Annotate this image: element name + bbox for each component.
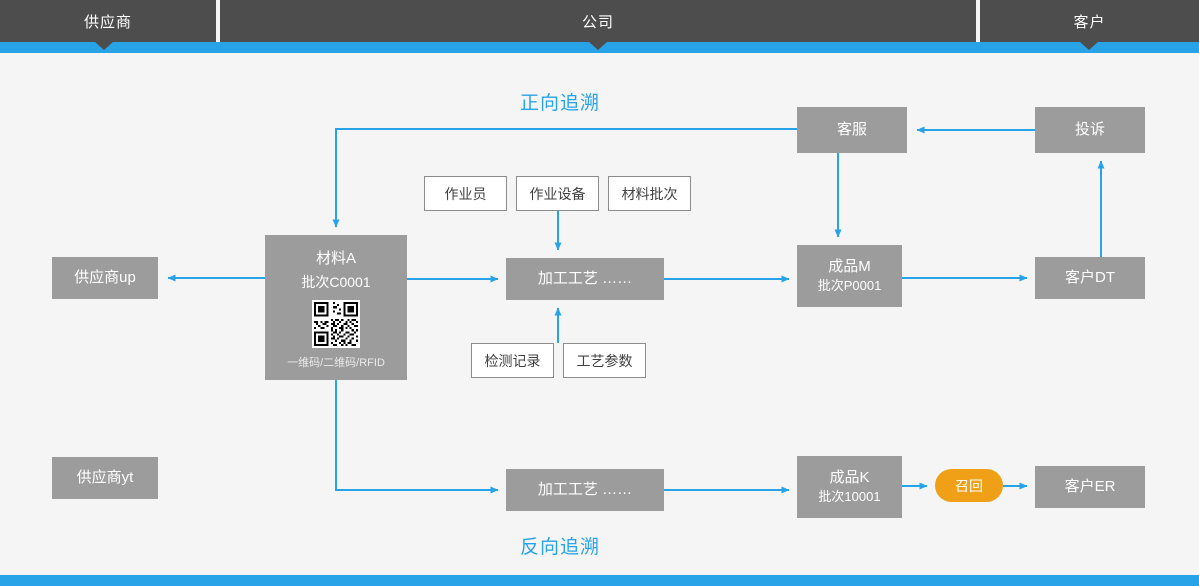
box-inspection-record[interactable]: 检测记录 xyxy=(471,343,554,378)
node-product-m[interactable]: 成品M 批次P0001 xyxy=(797,245,902,307)
box-material-batch[interactable]: 材料批次 xyxy=(608,176,691,211)
swimlane-header: 供应商 公司 客户 xyxy=(0,0,1199,42)
lane-arrow-supplier xyxy=(95,42,113,50)
node-recall[interactable]: 召回 xyxy=(935,469,1003,502)
lane-separator xyxy=(216,0,220,42)
forward-trace-title: 正向追溯 xyxy=(520,93,601,114)
material-a-title: 材料A xyxy=(315,250,356,267)
node-process-top[interactable]: 加工工艺 …… xyxy=(506,258,664,300)
lane-header-customer: 客户 xyxy=(980,0,1199,42)
product-m-batch: 批次P0001 xyxy=(817,278,882,294)
node-customer-service[interactable]: 客服 xyxy=(797,107,907,153)
product-k-title: 成品K xyxy=(829,468,870,486)
lane-arrow-company xyxy=(589,42,607,50)
lane-separator xyxy=(976,0,980,42)
material-a-codes: 一维码/二维码/RFID xyxy=(287,357,385,369)
bottom-accent-band xyxy=(0,575,1199,586)
node-product-k[interactable]: 成品K 批次10001 xyxy=(797,456,902,518)
box-equipment[interactable]: 作业设备 xyxy=(516,176,599,211)
material-a-batch: 批次C0001 xyxy=(301,274,371,290)
node-material-a[interactable]: 材料A 批次C0001 xyxy=(265,235,407,380)
node-supplier-yt[interactable]: 供应商yt xyxy=(52,457,158,499)
reverse-trace-title: 反向追溯 xyxy=(520,537,601,558)
qr-code-icon xyxy=(312,300,360,348)
node-customer-dt[interactable]: 客户DT xyxy=(1035,257,1145,299)
product-m-title: 成品M xyxy=(828,257,871,275)
box-operator[interactable]: 作业员 xyxy=(424,176,507,211)
box-process-parameter[interactable]: 工艺参数 xyxy=(563,343,646,378)
node-supplier-up[interactable]: 供应商up xyxy=(52,257,158,299)
lane-arrow-customer xyxy=(1080,42,1098,50)
node-process-bottom[interactable]: 加工工艺 …… xyxy=(506,469,664,511)
node-complaint[interactable]: 投诉 xyxy=(1035,107,1145,153)
lane-header-company: 公司 xyxy=(220,0,976,42)
product-k-batch: 批次10001 xyxy=(818,489,881,505)
node-customer-er[interactable]: 客户ER xyxy=(1035,466,1145,508)
lane-header-supplier: 供应商 xyxy=(0,0,216,42)
